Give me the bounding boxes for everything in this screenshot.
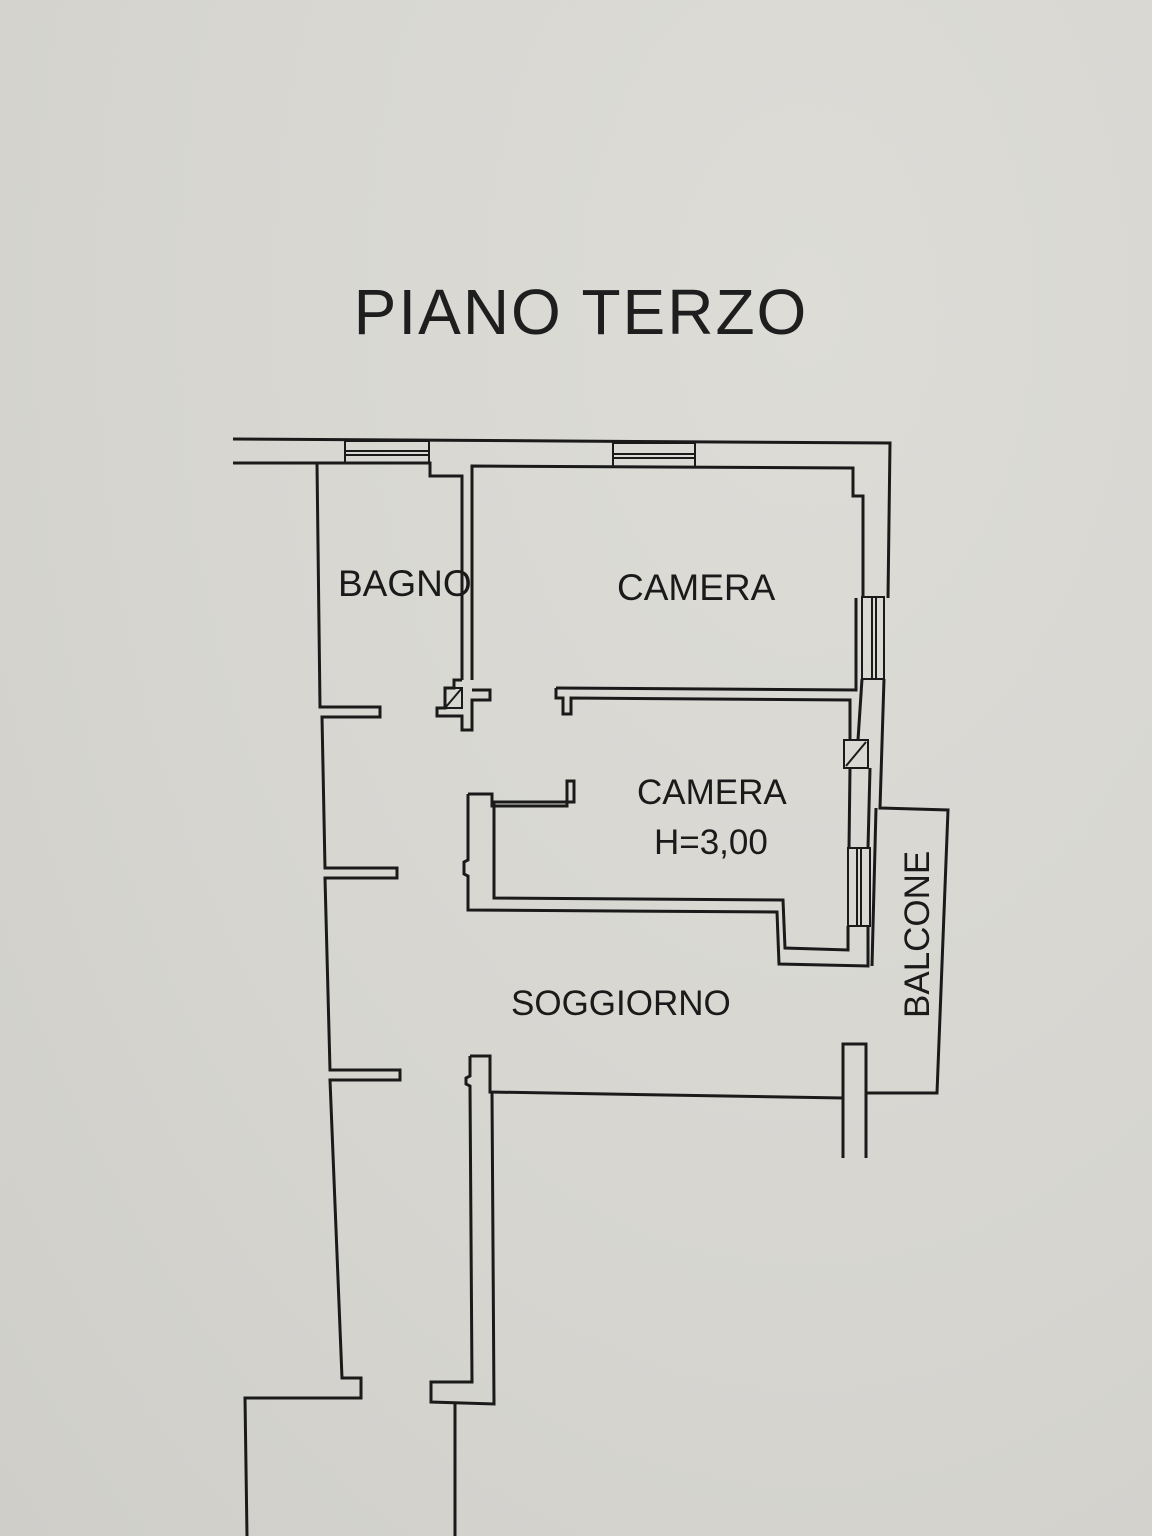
window-top-bagno [344,440,430,464]
room-label-balcone: BALCONE [898,851,937,1018]
window-right-camera-1 [861,596,885,680]
plan-title: PIANO TERZO [353,276,809,348]
room-label-camera-2: CAMERA [637,773,787,812]
room-height-note: H=3,00 [654,823,768,862]
corridor-left-wall [243,462,402,1536]
bagno-shaft [435,678,492,732]
window-top-camera [612,442,696,468]
room-label-soggiorno: SOGGIORNO [511,984,731,1023]
room-label-bagno: BAGNO [338,563,472,604]
camera-2-inner-wall [462,779,870,968]
soggiorno-bottom-wall [429,1042,868,1536]
room-label-camera-1: CAMERA [617,567,776,608]
exterior-wall-top [232,437,892,680]
partition-camera-1-2 [554,598,858,740]
camera-2-right-wall [843,678,872,927]
